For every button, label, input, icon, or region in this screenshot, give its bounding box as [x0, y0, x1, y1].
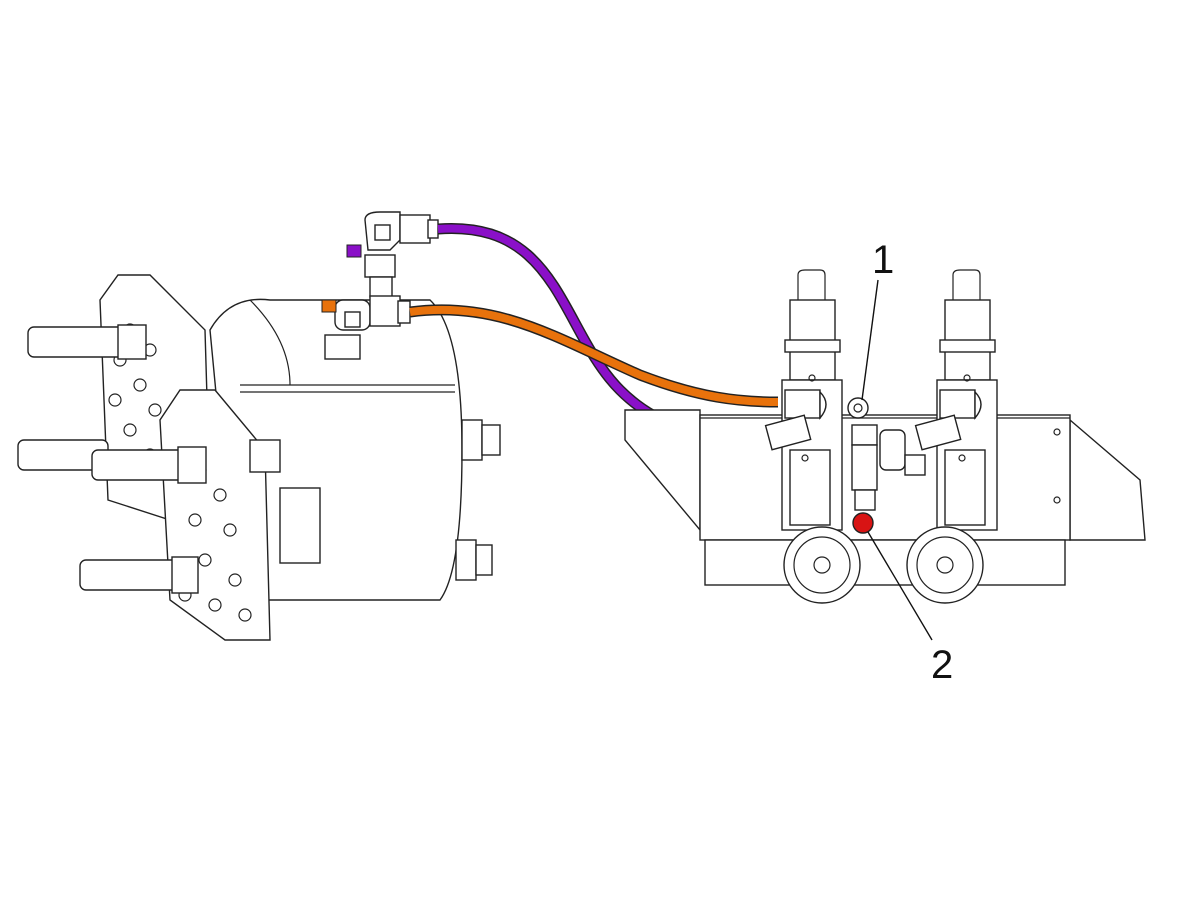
purple-hose [437, 223, 763, 441]
callout-1-label: 1 [872, 238, 895, 282]
callout-2-leader [867, 531, 933, 641]
motor-assembly [17, 211, 501, 641]
callout-1-leader [861, 279, 879, 401]
callout-2-label: 2 [931, 643, 954, 687]
valve-manifold [624, 269, 1146, 604]
